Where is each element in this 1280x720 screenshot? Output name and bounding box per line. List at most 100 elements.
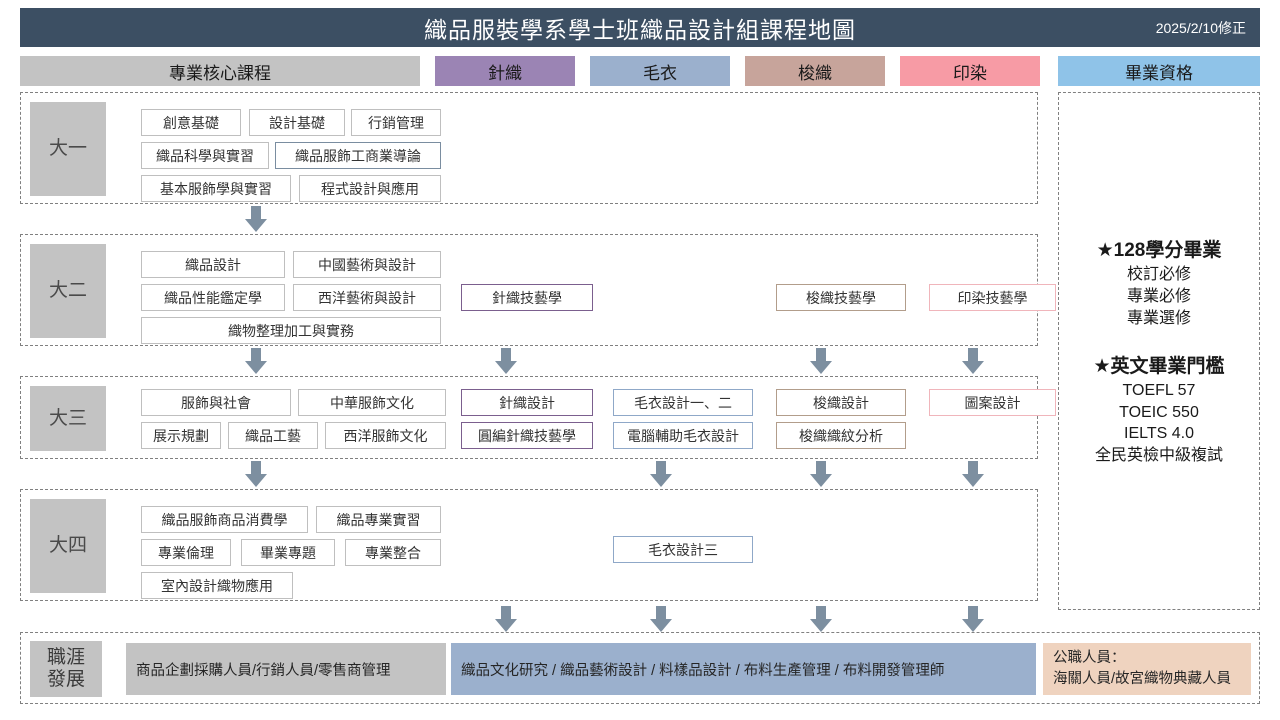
career-path-box[interactable]: 公職人員： 海關人員/故宮織物典藏人員 [1043,643,1251,695]
arrow-shaft [251,348,261,362]
category-tab[interactable]: 畢業資格 [1058,56,1260,86]
arrow-head [245,474,267,487]
course-box[interactable]: 印染技藝學 [929,284,1056,311]
arrow-head [245,219,267,232]
graduation-requirement-item: TOEFL 57 [1122,382,1196,400]
down-arrow-icon [962,348,984,374]
course-box[interactable]: 梭織技藝學 [776,284,906,311]
course-box[interactable]: 基本服飾學與實習 [141,175,291,202]
course-box[interactable]: 梭織織紋分析 [776,422,906,449]
year-row: 大四 織品服飾商品消費學織品專業實習專業倫理畢業專題專業整合室內設計織物應用 毛衣設… [20,489,1038,601]
arrow-head [650,619,672,632]
arrow-shaft [251,206,261,220]
down-arrow-icon [495,348,517,374]
category-tab[interactable]: 毛衣 [590,56,730,86]
course-box[interactable]: 專業整合 [345,539,441,566]
down-arrow-icon [245,206,267,232]
course-box[interactable]: 織品設計 [141,251,285,278]
down-arrow-icon [245,348,267,374]
course-box[interactable]: 織品工藝 [228,422,318,449]
course-box[interactable]: 織品專業實習 [316,506,441,533]
course-box[interactable]: 創意基礎 [141,109,241,136]
arrow-head [810,619,832,632]
course-box[interactable]: 西洋藝術與設計 [293,284,441,311]
graduation-requirement-item: IELTS 4.0 [1124,425,1194,443]
career-label-line-1: 職涯 [46,647,85,669]
arrow-shaft [816,461,826,475]
year-label: 大四 [30,499,106,593]
course-box[interactable]: 織品科學與實習 [141,142,269,169]
career-development-row: 職涯 發展 商品企劃採購人員/行銷人員/零售商管理織品文化研究 / 織品藝術設計… [20,632,1260,704]
course-box[interactable]: 針織設計 [461,389,593,416]
course-box[interactable]: 電腦輔助毛衣設計 [613,422,753,449]
down-arrow-icon [495,606,517,632]
arrow-shaft [968,606,978,620]
graduation-requirement-item: 校訂必修 [1126,266,1191,284]
revision-date: 2025/2/10修正 [1155,19,1246,36]
course-box[interactable]: 織品服飾商品消費學 [141,506,308,533]
course-box[interactable]: 程式設計與應用 [299,175,441,202]
career-box-line-1: 公職人員： [1053,649,1126,666]
arrow-head [962,619,984,632]
graduation-requirement-item: 專業選修 [1126,309,1191,327]
arrow-head [495,361,517,374]
arrow-shaft [656,461,666,475]
course-box[interactable]: 圓編針織技藝學 [461,422,593,449]
course-box[interactable]: 圖案設計 [929,389,1056,416]
arrow-head [495,619,517,632]
down-arrow-icon [962,461,984,487]
category-tab[interactable]: 專業核心課程 [20,56,420,86]
course-box[interactable]: 畢業專題 [241,539,335,566]
credits-item-list: 校訂必修專業必修專業選修 [1127,264,1191,329]
year-label: 大一 [30,102,106,196]
career-path-box[interactable]: 商品企劃採購人員/行銷人員/零售商管理 [126,643,446,695]
course-box[interactable]: 織品性能鑑定學 [141,284,285,311]
arrow-shaft [656,606,666,620]
course-box[interactable]: 服飾與社會 [141,389,291,416]
down-arrow-icon [810,606,832,632]
arrow-head [810,474,832,487]
course-box[interactable]: 毛衣設計三 [613,536,753,563]
category-tab[interactable]: 印染 [900,56,1040,86]
course-box[interactable]: 織物整理加工與實務 [141,317,441,344]
arrow-head [245,361,267,374]
down-arrow-icon [962,606,984,632]
page-title: 織品服裝學系學士班織品設計組課程地圖 [424,16,856,43]
arrow-shaft [501,606,511,620]
course-box[interactable]: 針織技藝學 [461,284,593,311]
arrow-shaft [968,348,978,362]
course-box[interactable]: 西洋服飾文化 [325,422,446,449]
career-path-box[interactable]: 織品文化研究 / 織品藝術設計 / 料樣品設計 / 布料生產管理 / 布料開發管… [451,643,1036,695]
year-label: 大二 [30,244,106,338]
course-box[interactable]: 室內設計織物應用 [141,572,293,599]
course-box[interactable]: 行銷管理 [351,109,441,136]
category-tab[interactable]: 針織 [435,56,575,86]
arrow-shaft [816,606,826,620]
down-arrow-icon [810,348,832,374]
english-threshold-heading: ★英文畢業門檻 [1093,356,1225,378]
course-box[interactable]: 毛衣設計一、二 [613,389,753,416]
course-box[interactable]: 展示規劃 [141,422,221,449]
course-box[interactable]: 織品服飾工商業導論 [275,142,441,169]
down-arrow-icon [650,461,672,487]
course-box[interactable]: 中華服飾文化 [298,389,446,416]
course-box[interactable]: 中國藝術與設計 [293,251,441,278]
arrow-shaft [816,348,826,362]
graduation-requirement-item: 全民英檢中級複試 [1094,446,1223,464]
course-box[interactable]: 設計基礎 [249,109,345,136]
course-box[interactable]: 專業倫理 [141,539,231,566]
down-arrow-icon [650,606,672,632]
arrow-shaft [968,461,978,475]
category-tab-bar: 專業核心課程針織毛衣梭織印染畢業資格 [20,56,1260,86]
arrow-head [810,361,832,374]
career-box-line-2: 海關人員/故宮織物典藏人員 [1053,671,1232,687]
year-label: 大三 [30,386,106,451]
year-row: 大三 服飾與社會中華服飾文化展示規劃織品工藝西洋服飾文化針織設計圓編針織技藝學毛衣… [20,376,1056,459]
arrow-head [962,361,984,374]
credits-heading: ★128學分畢業 [1096,240,1222,262]
category-tab[interactable]: 梭織 [745,56,885,86]
course-box[interactable]: 梭織設計 [776,389,906,416]
arrow-shaft [501,348,511,362]
